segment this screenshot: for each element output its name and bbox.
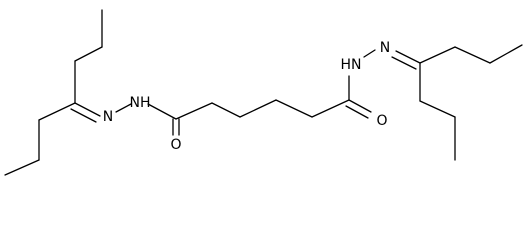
bond: [489, 44, 523, 64]
bond: [239, 99, 277, 118]
bond: [115, 103, 132, 113]
atom-n-right: N: [380, 40, 390, 56]
right-hydrazide: [345, 49, 376, 119]
double-bond: [395, 50, 421, 64]
atom-nh-left: NH: [130, 95, 151, 111]
right-heptylidene-group: [391, 44, 523, 161]
bond: [454, 46, 491, 64]
atom-o-left: O: [170, 137, 181, 153]
left-hydrazide: [115, 103, 180, 136]
bond: [419, 46, 456, 64]
bond: [363, 49, 376, 58]
double-bond: [348, 99, 372, 113]
bond: [4, 159, 40, 176]
molecule-structure: N NH O HN N O: [4, 9, 523, 176]
adipoyl-chain: [175, 99, 350, 120]
double-bond: [391, 56, 417, 70]
bond: [38, 102, 76, 121]
double-bond: [345, 105, 369, 119]
left-heptylidene-group: [4, 9, 103, 176]
bond: [74, 46, 103, 62]
double-bond: [74, 102, 101, 117]
bond: [311, 99, 350, 118]
bond: [275, 99, 313, 118]
bond: [147, 103, 177, 120]
atom-o-right: O: [376, 113, 387, 129]
bond: [419, 100, 456, 118]
bond: [175, 102, 213, 120]
bond: [211, 102, 241, 118]
double-bond: [70, 108, 97, 123]
atom-n-left: N: [103, 109, 113, 125]
atom-hn-right: HN: [341, 57, 362, 73]
